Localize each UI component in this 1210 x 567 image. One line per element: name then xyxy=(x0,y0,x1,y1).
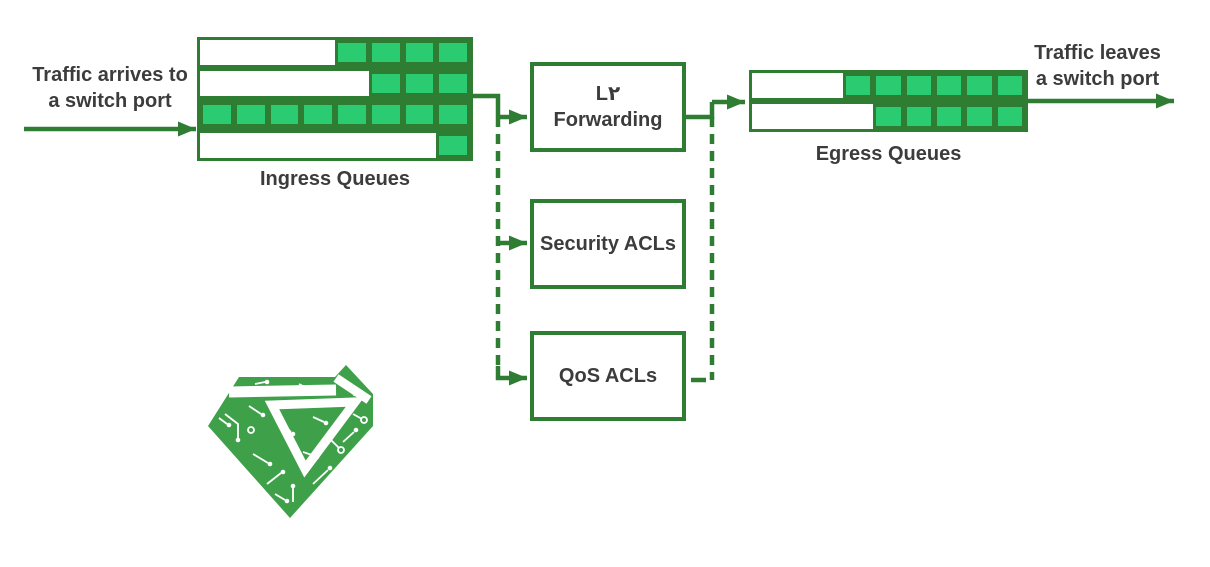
queue-cell-filled xyxy=(368,40,403,65)
queue-empty-space xyxy=(200,40,335,65)
queue-cell-filled xyxy=(436,102,470,127)
queue-cell-filled xyxy=(402,71,437,96)
queue-cell-filled xyxy=(873,73,904,98)
egress-queue-grid xyxy=(749,70,1028,132)
queue-row xyxy=(749,101,1028,132)
queue-cell-filled xyxy=(301,102,335,127)
security-acls-box: Security ACLs xyxy=(530,199,686,289)
queue-cell-filled xyxy=(994,104,1025,129)
queue-cell-filled xyxy=(873,104,904,129)
queue-empty-space xyxy=(200,133,437,158)
qos-acls-label: QoS ACLs xyxy=(558,365,658,387)
ingress-queue-grid xyxy=(197,37,473,161)
l2-forwarding-box: L۲ Forwarding xyxy=(530,62,686,152)
queue-cell-filled xyxy=(335,40,369,65)
queue-cell-filled xyxy=(436,71,470,96)
queue-row xyxy=(197,130,473,161)
traffic-in-line1: Traffic arrives to xyxy=(32,64,188,86)
queue-cell-filled xyxy=(903,104,935,129)
traffic-out-line1: Traffic leaves xyxy=(1034,42,1161,64)
queue-empty-space xyxy=(752,104,874,129)
queue-row xyxy=(197,37,473,68)
queue-cell-filled xyxy=(964,73,995,98)
queue-cell-filled xyxy=(402,40,437,65)
ingress-queues-label: Ingress Queues xyxy=(259,168,411,190)
arrow-to-qos-acls xyxy=(495,366,527,386)
circuit-gem-logo xyxy=(208,365,373,518)
traffic-in-caption: Traffic arrives to a switch port xyxy=(15,62,205,114)
l2-forwarding-line1: L۲ xyxy=(595,83,621,105)
queue-cell-filled xyxy=(843,73,874,98)
traffic-out-line2: a switch port xyxy=(1035,68,1160,90)
queue-row xyxy=(197,99,473,130)
security-acls-label: Security ACLs xyxy=(540,233,676,255)
queue-cell-filled xyxy=(934,73,965,98)
queue-cell-filled xyxy=(233,102,268,127)
queue-cell-filled xyxy=(964,104,995,129)
queue-cell-filled xyxy=(934,104,965,129)
l2-forwarding-line2: Forwarding xyxy=(553,109,663,131)
queue-empty-space xyxy=(200,71,369,96)
queue-cell-filled xyxy=(335,102,369,127)
line-l2-to-junction xyxy=(686,102,715,120)
qos-acls-box: QoS ACLs xyxy=(530,331,686,421)
queue-cell-filled xyxy=(368,71,403,96)
queue-cell-filled xyxy=(368,102,403,127)
circuit-pattern xyxy=(218,379,368,504)
queue-empty-space xyxy=(752,73,844,98)
queue-row xyxy=(749,70,1028,101)
queue-cell-filled xyxy=(267,102,302,127)
queue-cell-filled xyxy=(200,102,234,127)
queue-cell-filled xyxy=(436,40,470,65)
queue-cell-filled xyxy=(436,133,470,158)
line-ingress-to-junction xyxy=(473,93,501,117)
queue-cell-filled xyxy=(402,102,437,127)
traffic-out-caption: Traffic leaves a switch port xyxy=(1010,40,1185,92)
egress-queues-label: Egress Queues xyxy=(815,143,962,165)
traffic-in-line2: a switch port xyxy=(48,90,172,112)
queue-row xyxy=(197,68,473,99)
queue-cell-filled xyxy=(903,73,935,98)
queue-cell-filled xyxy=(994,73,1025,98)
